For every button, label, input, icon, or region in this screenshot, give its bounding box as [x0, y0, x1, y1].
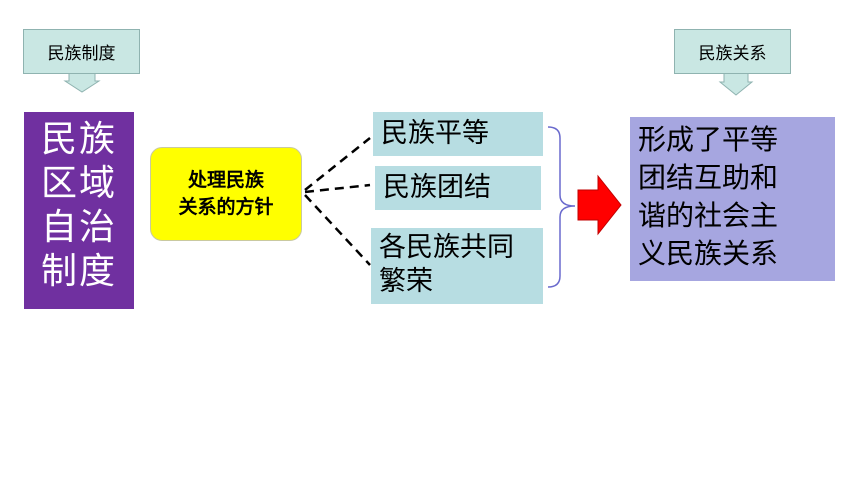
principle-equality: 民族平等 — [373, 112, 543, 156]
policy-box: 处理民族 关系的方针 — [150, 147, 302, 241]
policy-line: 关系的方针 — [178, 196, 274, 218]
purple-line: 制度 — [40, 251, 117, 292]
principle-text: 民族平等 — [381, 118, 489, 149]
result-line: 义民族关系 — [638, 237, 779, 270]
result-line: 谐的社会主 — [638, 199, 779, 232]
principle-text: 繁荣 — [379, 266, 433, 297]
result-line: 团结互助和 — [638, 161, 779, 194]
result-line: 形成了平等 — [638, 123, 779, 156]
principle-text: 各民族共同 — [379, 232, 514, 263]
dashed-connector — [304, 137, 371, 191]
callout-label-right: 民族关系 — [674, 29, 791, 74]
dashed-connector — [304, 194, 371, 266]
principle-text: 民族团结 — [383, 172, 491, 203]
result-box: 形成了平等 团结互助和 谐的社会主 义民族关系 — [630, 117, 835, 281]
callout-pointer — [63, 72, 101, 93]
policy-line: 处理民族 — [187, 169, 264, 191]
purple-line: 民族 — [40, 119, 117, 160]
callout-pointer — [718, 72, 754, 96]
callout-ethnic-relations: 民族关系 — [674, 29, 791, 96]
principle-common-prosperity: 各民族共同 繁荣 — [371, 228, 543, 304]
principle-unity: 民族团结 — [375, 166, 541, 210]
dashed-connector — [304, 183, 371, 194]
callout-label-left: 民族制度 — [23, 29, 140, 74]
bracket — [547, 126, 576, 288]
callout-ethnic-system: 民族制度 — [23, 29, 140, 93]
ethnic-regional-autonomy-box: 民族 区域 自治 制度 — [24, 112, 134, 309]
red-arrow-icon — [577, 174, 622, 236]
purple-line: 区域 — [40, 163, 117, 204]
purple-line: 自治 — [40, 207, 117, 248]
